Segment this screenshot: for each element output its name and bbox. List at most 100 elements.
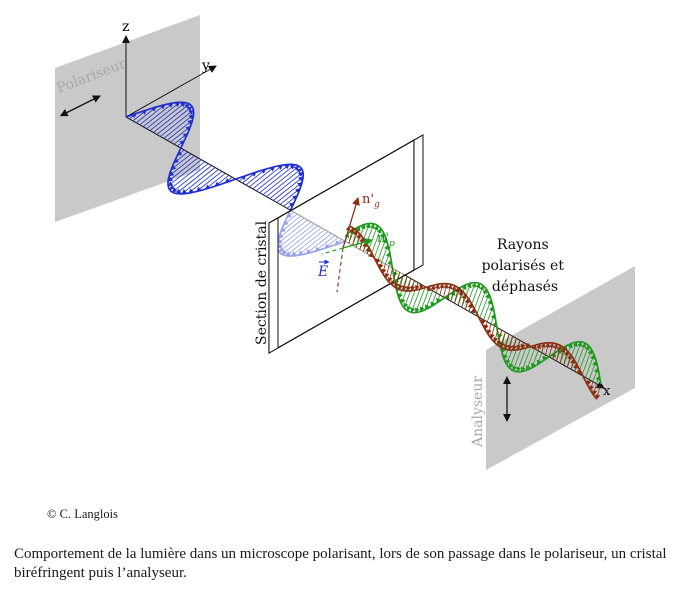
fast-wave-hatch bbox=[377, 237, 387, 261]
incident-wave-hatch bbox=[188, 169, 219, 194]
index-g-label: n'g bbox=[362, 192, 380, 210]
incident-wave-hatch bbox=[266, 168, 302, 197]
fast-wave-hatch bbox=[465, 282, 477, 310]
slow-wave-hatch bbox=[552, 343, 558, 360]
fast-wave-hatch bbox=[505, 338, 517, 365]
index-p-base: n' bbox=[377, 231, 389, 246]
rays-line-2: polarisés et bbox=[482, 258, 565, 274]
polarizer-panel bbox=[55, 15, 200, 222]
incident-wave-hatch bbox=[196, 171, 223, 192]
slow-wave-hatch bbox=[556, 345, 562, 362]
incident-wave-hatch bbox=[169, 161, 206, 190]
z-axis-label: z bbox=[122, 19, 129, 35]
incident-wave-hatch bbox=[262, 165, 300, 196]
fast-wave-hatch bbox=[414, 286, 426, 314]
slow-wave-hatch bbox=[536, 343, 542, 351]
incident-wave-hatch bbox=[160, 109, 194, 137]
analyzer-panel bbox=[486, 266, 635, 470]
incident-wave-hatch bbox=[170, 153, 192, 171]
fast-wave-hatch bbox=[585, 354, 595, 378]
slow-wave-hatch bbox=[500, 332, 506, 349]
fast-wave-hatch bbox=[359, 223, 371, 250]
slow-wave-hatch bbox=[434, 283, 440, 293]
slow-wave-hatch bbox=[446, 283, 453, 300]
slow-wave-hatch bbox=[450, 285, 457, 302]
slow-wave-hatch bbox=[496, 330, 503, 346]
slow-wave-hatch bbox=[572, 363, 578, 372]
slow-wave-hatch bbox=[548, 342, 554, 358]
slow-wave-hatch bbox=[545, 342, 550, 355]
incident-wave-hatch bbox=[139, 104, 166, 126]
slow-wave-hatch bbox=[439, 283, 445, 296]
slow-wave-hatch bbox=[503, 334, 510, 350]
index-p-label: n'p bbox=[377, 231, 395, 249]
index-g-dashed-axis bbox=[336, 247, 344, 293]
index-p-dashed-axis bbox=[321, 247, 344, 255]
incident-wave-hatch bbox=[142, 102, 174, 128]
incident-wave-hatch bbox=[173, 151, 188, 164]
slow-wave-hatch bbox=[391, 270, 397, 286]
incident-wave-hatch bbox=[176, 165, 212, 194]
slow-wave-hatch bbox=[454, 287, 460, 304]
incident-wave-hatch bbox=[273, 176, 304, 201]
slow-wave-hatch bbox=[563, 350, 569, 366]
slow-wave-hatch bbox=[493, 327, 499, 343]
index-g-base: n' bbox=[362, 192, 374, 207]
crystal-section bbox=[268, 134, 424, 355]
slow-wave bbox=[344, 225, 601, 400]
incident-wave-hatch bbox=[276, 181, 303, 203]
polarizer-direction-arrow bbox=[59, 95, 101, 117]
fast-wave-hatch bbox=[588, 360, 597, 380]
slow-wave-hatch bbox=[483, 321, 489, 330]
incident-wave-hatch bbox=[214, 174, 230, 187]
fast-wave-hatch bbox=[536, 352, 543, 366]
incident-wave-hatch bbox=[259, 164, 296, 194]
index-g-subscript: g bbox=[374, 200, 380, 210]
fast-wave-hatch bbox=[419, 288, 430, 313]
fast-wave-hatch bbox=[525, 348, 535, 371]
incident-wave-hatch bbox=[132, 109, 147, 122]
incident-wave-hatch bbox=[242, 171, 257, 184]
slow-wave-hatch bbox=[595, 385, 601, 400]
fast-wave-hatch bbox=[424, 290, 433, 310]
incident-wave-hatch bbox=[269, 171, 304, 199]
slow-wave-hatch bbox=[516, 340, 522, 351]
slow-wave-hatch bbox=[507, 336, 514, 351]
incident-wave-hatch bbox=[167, 157, 199, 182]
incident-wave-hatch bbox=[146, 101, 181, 130]
slow-wave-hatch bbox=[592, 383, 598, 396]
fast-wave-hatch bbox=[486, 305, 494, 322]
rays-line-1: Rayons bbox=[497, 237, 549, 253]
slow-wave-hatch bbox=[348, 227, 355, 244]
fast-wave-hatch bbox=[566, 341, 578, 368]
incident-wave-hatch bbox=[170, 126, 191, 143]
slow-wave-hatch bbox=[489, 325, 495, 340]
fast-wave-hatch bbox=[483, 299, 492, 320]
index-g-vector bbox=[342, 197, 360, 249]
fast-wave-hatch bbox=[520, 346, 532, 373]
incident-wave-hatch bbox=[153, 103, 190, 133]
slow-wave-hatch bbox=[486, 323, 492, 335]
incident-wave-hatch bbox=[181, 167, 216, 195]
incident-wave-hatch bbox=[166, 119, 193, 141]
slow-wave-hatch bbox=[387, 267, 393, 283]
incident-wave-hatch bbox=[149, 102, 186, 131]
slow-wave-hatch bbox=[381, 263, 387, 275]
x-axis-label: x bbox=[603, 384, 611, 399]
slow-wave-hatch bbox=[355, 233, 361, 248]
crystal-section-label: Section de cristal bbox=[254, 220, 270, 345]
index-p-vector bbox=[342, 238, 373, 249]
figure-caption: Comportement de la lumière dans un micro… bbox=[14, 546, 667, 581]
slow-wave-hatch bbox=[398, 274, 404, 290]
analyzer-label: Analyseur bbox=[470, 376, 486, 448]
incident-wave-hatch bbox=[252, 164, 283, 190]
fast-wave-hatch bbox=[490, 313, 496, 325]
index-p-subscript: p bbox=[389, 239, 395, 249]
slow-wave-hatch bbox=[570, 358, 575, 370]
polarizing-microscope-diagram: Polariseur Analyseur z y x Section de cr… bbox=[55, 15, 635, 470]
fast-wave-hatch bbox=[475, 288, 487, 316]
fast-wave-hatch bbox=[570, 341, 582, 370]
fast-wave-hatch bbox=[381, 244, 389, 263]
slow-wave-hatch bbox=[540, 342, 546, 353]
rays-line-3: déphasés bbox=[492, 279, 558, 295]
